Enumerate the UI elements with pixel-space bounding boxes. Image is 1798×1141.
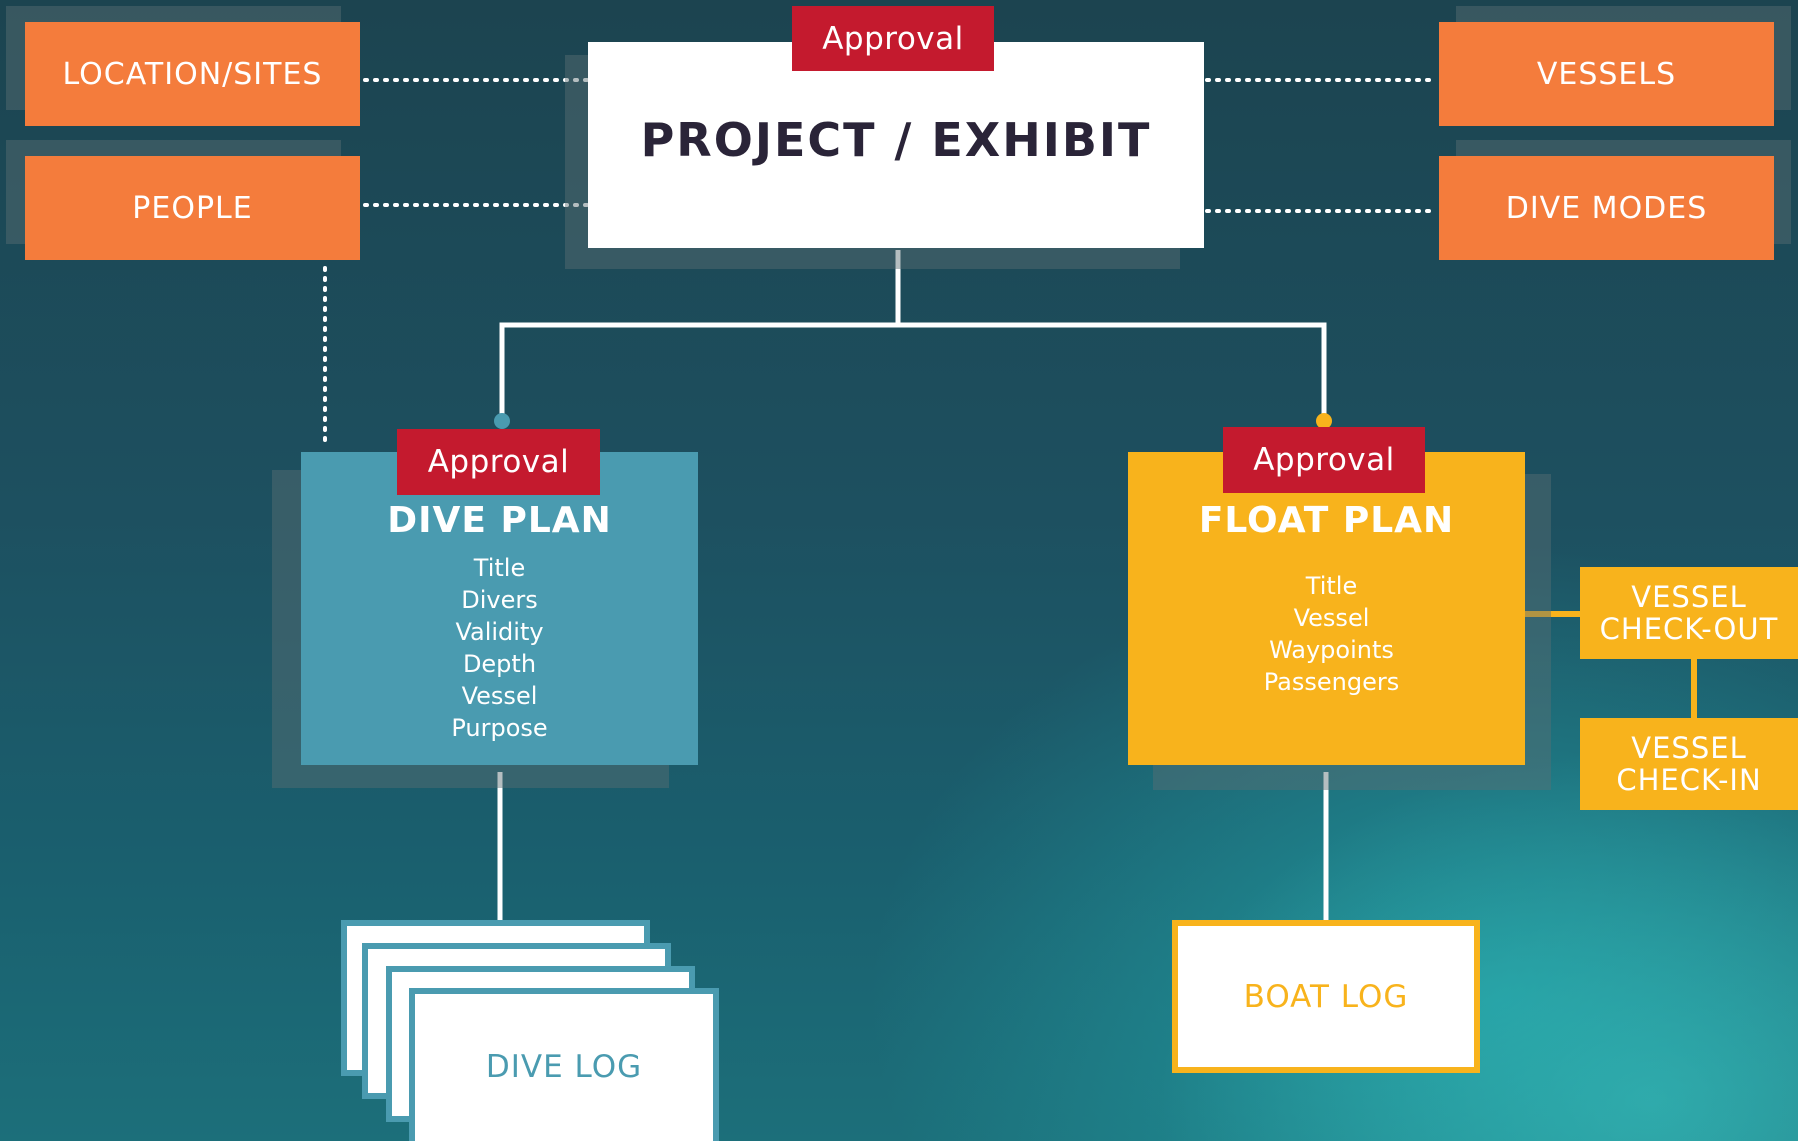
project-approval-tag: Approval <box>792 6 994 71</box>
float-plan-field: Passengers <box>1263 668 1400 696</box>
dive-plan-field: Validity <box>455 618 544 646</box>
dive-log-card: DIVE LOG <box>409 988 719 1141</box>
dive-plan-field: Purpose <box>451 714 548 742</box>
float-plan-field: Waypoints <box>1269 636 1394 664</box>
dive-plan-box: DIVE PLAN Title Divers Validity Depth Ve… <box>301 452 698 765</box>
tree-connector-right <box>898 322 1327 420</box>
dive-log-label: DIVE LOG <box>485 1049 643 1085</box>
boat-log-card: BOAT LOG <box>1172 920 1480 1073</box>
dive-plan-field: Title <box>473 554 526 582</box>
boat-log-label: BOAT LOG <box>1243 978 1409 1015</box>
dive-plan-anchor-dot <box>494 413 510 429</box>
project-exhibit-title: PROJECT / EXHIBIT <box>640 113 1152 167</box>
people-box: PEOPLE <box>25 156 360 260</box>
float-plan-box: FLOAT PLAN Title Vessel Waypoints Passen… <box>1128 452 1525 765</box>
float-plan-fields: Title Vessel Waypoints Passengers <box>1138 570 1525 698</box>
float-plan-field: Title <box>1305 572 1358 600</box>
location-sites-box: LOCATION/SITES <box>25 22 360 126</box>
project-exhibit-box: PROJECT / EXHIBIT <box>588 42 1204 248</box>
vessel-check-in-box: VESSEL CHECK-IN <box>1580 718 1798 810</box>
dive-plan-title: DIVE PLAN <box>387 500 612 541</box>
vessels-box: VESSELS <box>1439 22 1774 126</box>
vessel-check-out-box: VESSEL CHECK-OUT <box>1580 567 1798 659</box>
dive-modes-box: DIVE MODES <box>1439 156 1774 260</box>
dive-plan-field: Vessel <box>461 682 538 710</box>
float-plan-field: Vessel <box>1293 604 1370 632</box>
tree-connector <box>499 250 901 420</box>
float-plan-approval-tag: Approval <box>1223 427 1425 493</box>
dive-plan-approval-tag: Approval <box>397 429 600 495</box>
dive-plan-field: Divers <box>461 586 538 614</box>
float-plan-title: FLOAT PLAN <box>1198 500 1455 541</box>
dive-plan-fields: Title Divers Validity Depth Vessel Purpo… <box>301 552 698 744</box>
float-plan-anchor-dot <box>1316 413 1332 429</box>
dive-plan-field: Depth <box>462 650 537 678</box>
